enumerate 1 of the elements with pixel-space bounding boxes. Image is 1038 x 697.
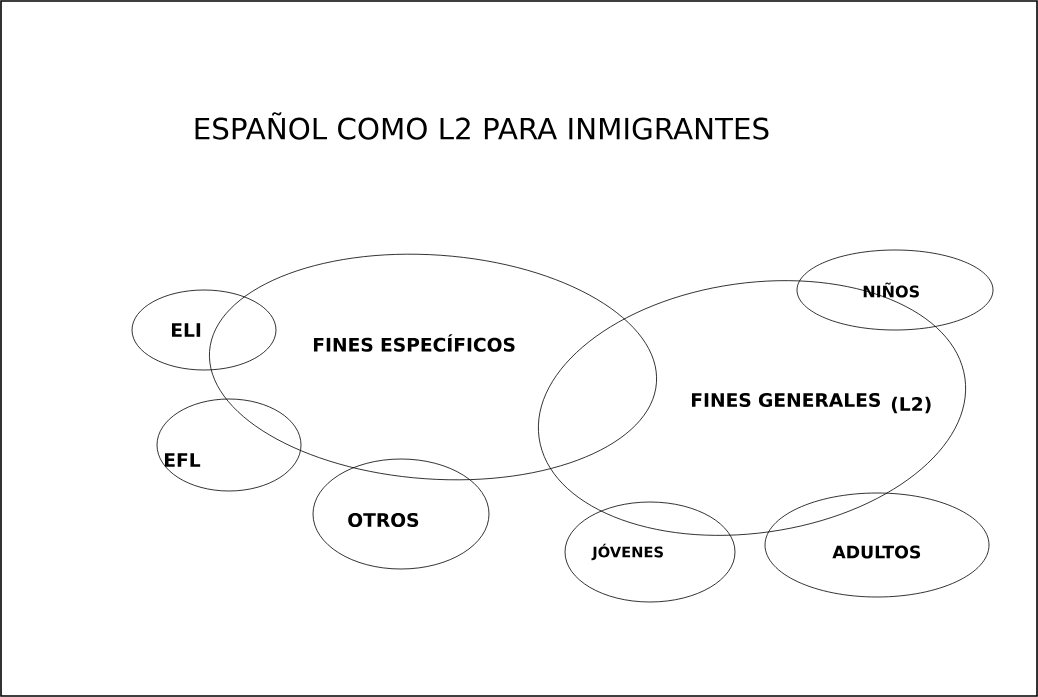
title: ESPAÑOL COMO L2 PARA INMIGRANTES bbox=[195, 112, 769, 140]
